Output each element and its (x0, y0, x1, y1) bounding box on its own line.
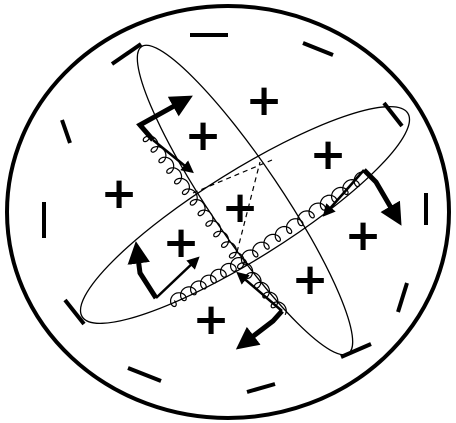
plus-sign: + (310, 129, 347, 180)
plus-sign: + (292, 254, 329, 305)
minus-bar (128, 368, 161, 381)
plus-sign: + (222, 182, 259, 233)
large-arrow (137, 250, 156, 298)
plus-sign: + (193, 294, 230, 345)
minus-bar (398, 283, 407, 312)
plus-sign: + (345, 210, 382, 261)
large-arrow (140, 100, 185, 140)
plus-signs: + + + + + + + + + (101, 75, 382, 345)
minus-bar (247, 384, 275, 392)
large-arrow (243, 311, 282, 344)
plus-sign: + (101, 168, 138, 219)
minus-bar (62, 120, 70, 143)
minus-bar (303, 43, 333, 55)
plus-sign: + (246, 75, 283, 126)
tick-bar (341, 344, 371, 357)
plus-sign: + (185, 110, 222, 161)
